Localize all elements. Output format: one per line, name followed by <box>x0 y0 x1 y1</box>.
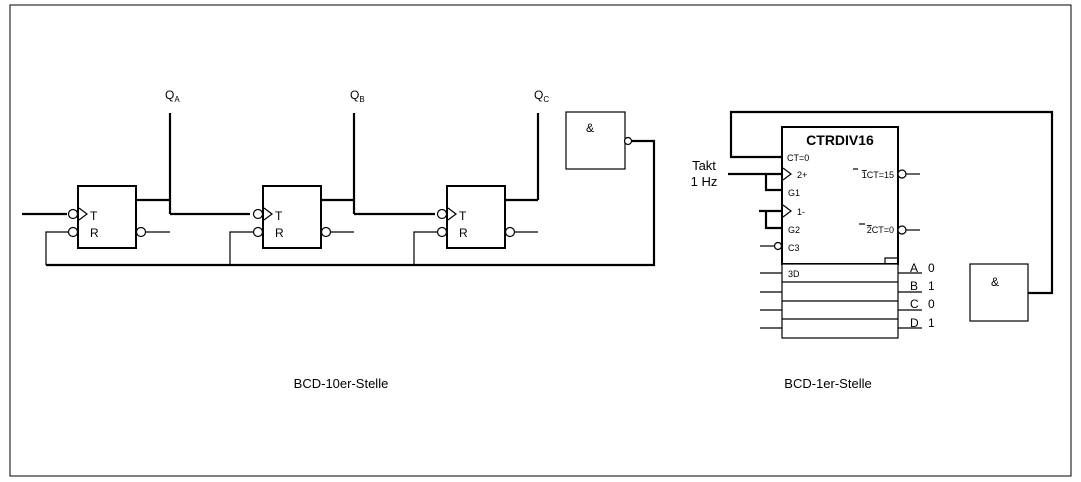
flipflop-c: T R <box>436 185 538 249</box>
counter-data-section: 3D <box>760 263 899 339</box>
g2-tie <box>764 211 782 230</box>
g1-tie <box>764 174 782 192</box>
counter-3d-pin: 3D <box>788 269 800 279</box>
counter-c3-pin: C3 <box>788 243 800 253</box>
reset-wire-a <box>45 231 69 265</box>
tens-stage-caption: BCD-10er-Stelle <box>294 376 389 391</box>
flipflop-b-t-label: T <box>275 209 283 223</box>
flipflop-c-r-label: R <box>459 226 468 240</box>
output-b-value: 1 <box>928 279 935 293</box>
counter-bridge <box>884 257 898 264</box>
flipflop-a: T R <box>67 185 170 249</box>
counter-ct0b-pin: 2CT=0 <box>867 225 894 235</box>
flipflop-b: T R <box>252 185 354 249</box>
output-d-value: 1 <box>928 316 935 330</box>
reset-wire-c <box>413 231 438 265</box>
frame-border <box>9 4 1072 477</box>
qa-label: QA <box>165 88 180 104</box>
output-d-name: D <box>910 316 919 330</box>
c3-bubble <box>773 241 783 251</box>
counter-ct15-pin: 1CT=15 <box>862 170 894 180</box>
units-and-gate: & <box>969 263 1029 322</box>
counter-g2-pin: G2 <box>788 225 800 235</box>
clock-label-line1: Takt <box>692 158 716 173</box>
units-gate-symbol: & <box>991 275 999 289</box>
output-c-value: 0 <box>928 297 935 311</box>
counter-up-pin: 2+ <box>797 170 807 180</box>
units-stage-caption: BCD-1er-Stelle <box>784 376 871 391</box>
output-c-name: C <box>910 297 919 311</box>
output-b-name: B <box>910 279 918 293</box>
reset-bus <box>46 139 656 267</box>
tens-and-gate: & <box>565 111 633 170</box>
flipflop-c-t-label: T <box>459 209 467 223</box>
output-a-value: 0 <box>928 261 935 275</box>
qb-label: QB <box>350 88 365 104</box>
counter-title: CTRDIV16 <box>806 132 874 148</box>
clock-label-line2: 1 Hz <box>691 174 718 189</box>
flipflop-a-t-label: T <box>90 209 98 223</box>
ctrdiv16-counter: CTRDIV16 CT=0 2+ G1 1- G2 C3 1CT=15 2CT=… <box>781 126 920 265</box>
qc-label: QC <box>534 88 549 104</box>
units-stage: CTRDIV16 CT=0 2+ G1 1- G2 C3 1CT=15 2CT=… <box>691 110 1054 391</box>
counter-g1-pin: G1 <box>788 188 800 198</box>
counter-ct0-pin: CT=0 <box>787 153 809 163</box>
flipflop-b-r-label: R <box>275 226 284 240</box>
output-lines <box>898 272 922 329</box>
reset-wire-b <box>229 231 254 265</box>
flipflop-a-r-label: R <box>90 226 99 240</box>
counter-down-pin: 1- <box>797 207 805 217</box>
feedback-wire <box>729 110 1054 295</box>
tens-gate-symbol: & <box>586 121 594 135</box>
tens-stage: T R QA T R QB T <box>22 88 656 391</box>
output-a-name: A <box>910 261 918 275</box>
